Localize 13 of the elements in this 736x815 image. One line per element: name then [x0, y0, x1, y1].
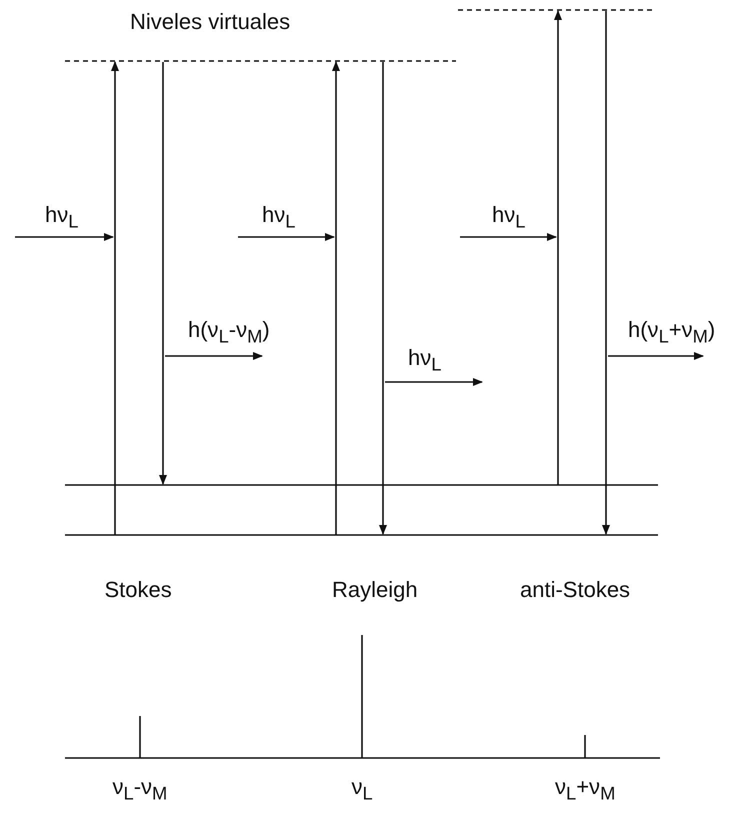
- photon-label: hν$_{L}$: [45, 203, 78, 232]
- photon-label: hν$_{L}$: [408, 346, 442, 375]
- frequency-label: ν$_{L}$+ν$_{M}$: [555, 775, 616, 804]
- frequency-label: ν$_{L}$-ν$_{M}$: [112, 775, 168, 804]
- photon-label: h(ν$_{L}$+ν$_{M}$): [628, 318, 716, 347]
- process-label: anti-Stokes: [520, 578, 630, 602]
- process-label: Stokes: [104, 578, 172, 602]
- level-label: Niveles virtuales: [130, 10, 290, 34]
- photon-label: hν$_{L}$: [262, 203, 296, 232]
- photon-label: hν$_{L}$: [492, 203, 526, 232]
- frequency-label: ν$_{L}$: [352, 775, 373, 804]
- process-label: Rayleigh: [332, 578, 418, 602]
- photon-label: h(ν$_{L}$-ν$_{M}$): [188, 318, 270, 347]
